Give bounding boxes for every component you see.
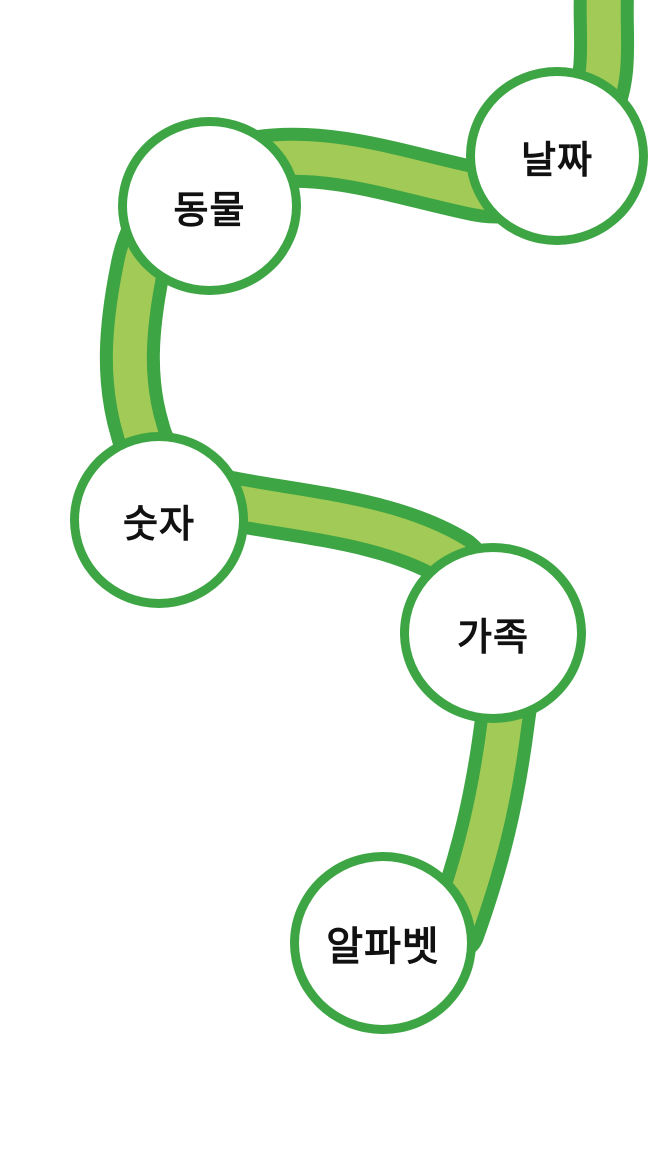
level-label-family: 가족 (457, 614, 529, 659)
level-label-alphabet: 알파벳 (326, 924, 440, 970)
level-label-number: 숫자 (123, 501, 195, 546)
level-node-animal[interactable]: 동물 (118, 117, 301, 295)
level-node-family[interactable]: 가족 (400, 543, 586, 723)
level-node-number[interactable]: 숫자 (70, 432, 248, 608)
level-label-date: 날짜 (521, 137, 593, 182)
level-node-alphabet[interactable]: 알파벳 (290, 852, 476, 1034)
level-node-date[interactable]: 날짜 (466, 67, 648, 245)
level-label-animal: 동물 (173, 187, 246, 232)
